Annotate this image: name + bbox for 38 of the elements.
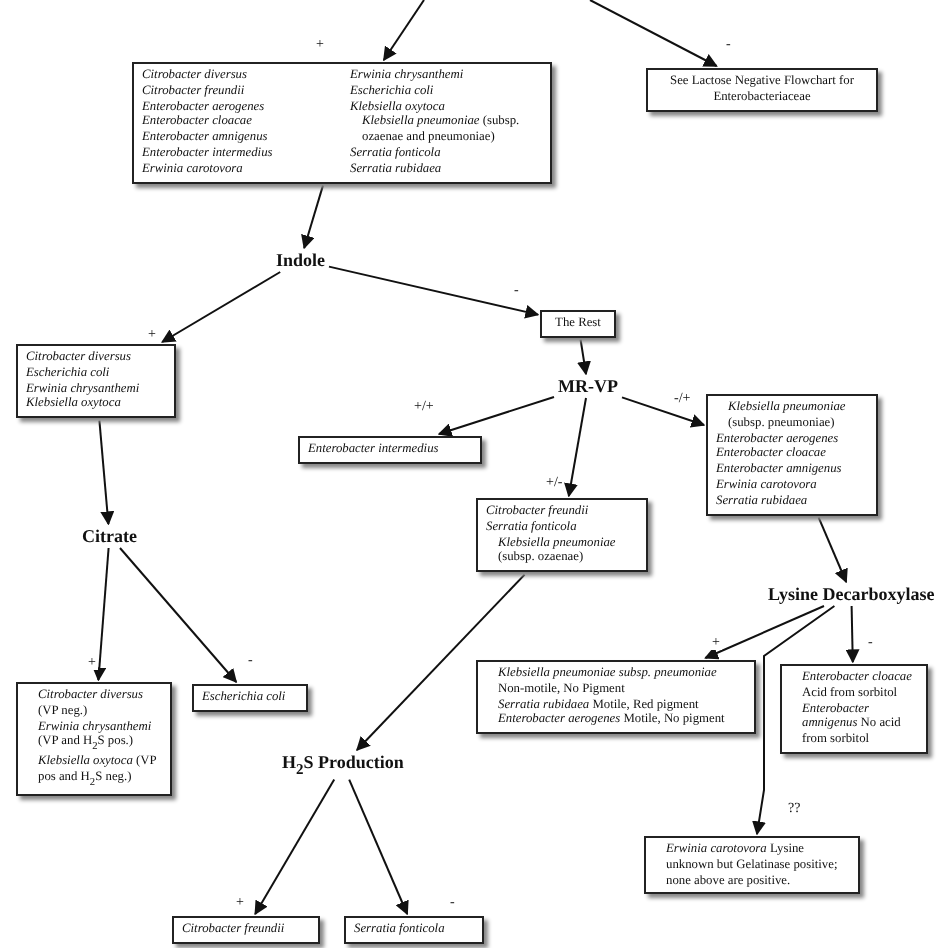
- species-box: [298, 436, 482, 464]
- species-box: [476, 660, 756, 735]
- arrow: [589, 0, 718, 67]
- arrow: [621, 396, 706, 428]
- species-box: [476, 498, 648, 573]
- arrow: [98, 419, 115, 526]
- species-box: [780, 664, 928, 755]
- species-box: [172, 916, 320, 944]
- test-heading: Citrate: [80, 526, 139, 546]
- arrow: [382, 0, 425, 62]
- species-box: [706, 394, 878, 516]
- species-box: [16, 682, 172, 796]
- arrow: [752, 605, 836, 836]
- arrow: [437, 396, 555, 437]
- arrow: [845, 605, 860, 664]
- test-heading: H$_{2}$S Production: [280, 752, 406, 778]
- arrow: [301, 184, 324, 250]
- arrow: [356, 573, 526, 751]
- species-box: [16, 344, 176, 419]
- test-heading: Lysine Decarboxylase: [766, 584, 937, 604]
- test-heading: Indole: [274, 250, 328, 270]
- species-box: [192, 684, 308, 712]
- arrow: [564, 397, 587, 498]
- arrow: [119, 547, 238, 684]
- species-box: [644, 836, 860, 895]
- arrow: [817, 516, 848, 584]
- note-box: [646, 68, 878, 112]
- arrow: [161, 271, 282, 343]
- note-box: [540, 310, 616, 338]
- species-box: [132, 62, 552, 184]
- species-box: [344, 916, 484, 944]
- arrow: [577, 338, 591, 376]
- arrow: [328, 265, 540, 319]
- arrow: [704, 605, 825, 660]
- arrow: [92, 547, 110, 682]
- arrow: [348, 778, 409, 916]
- test-heading: MR-VP: [556, 376, 620, 396]
- arrow: [254, 778, 336, 916]
